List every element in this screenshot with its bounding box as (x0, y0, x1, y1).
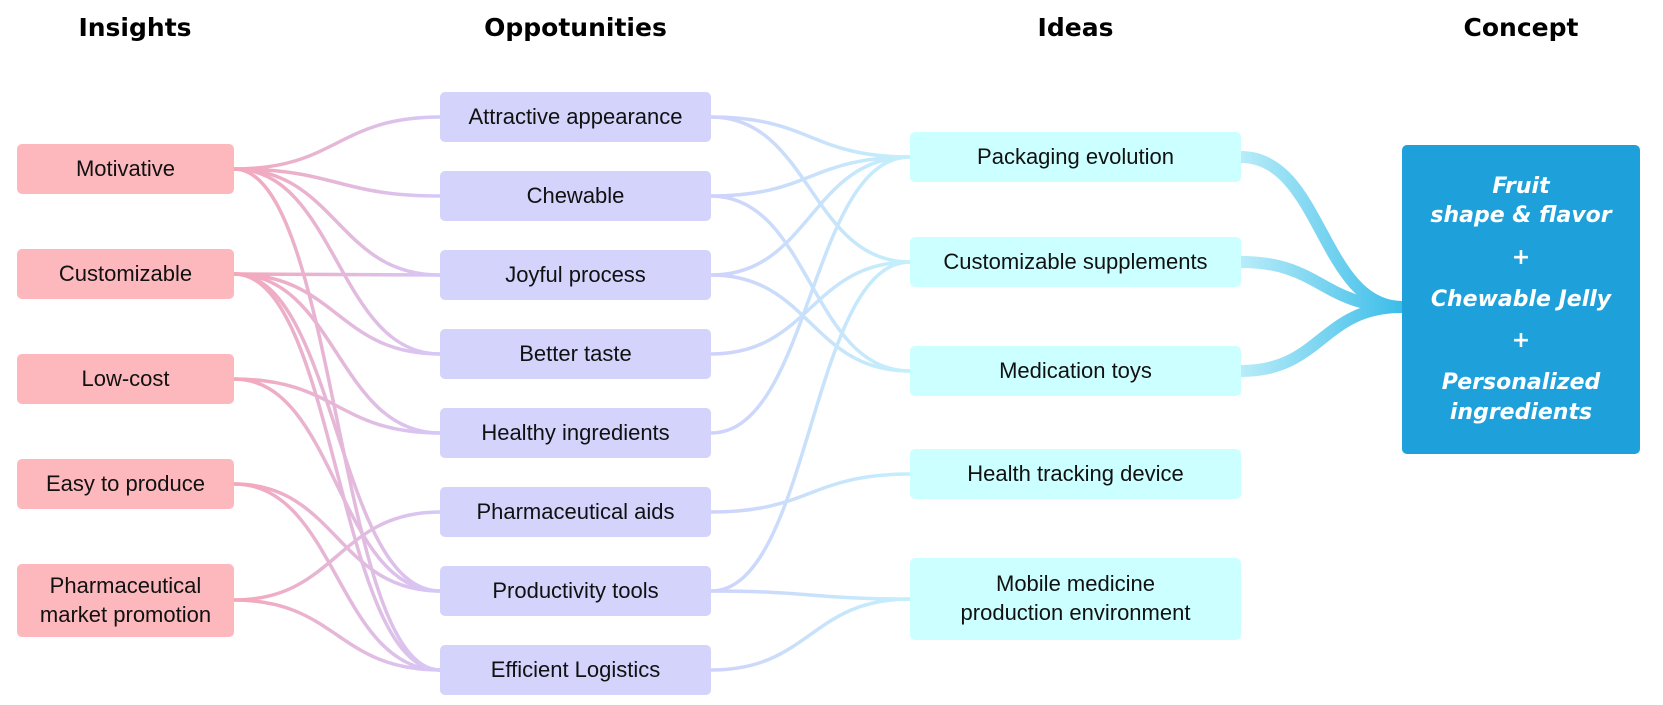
concept-plus-1: + (1511, 244, 1531, 270)
header-opportunities: Oppotunities (484, 13, 667, 42)
insight-node-customizable[interactable]: Customizable (17, 249, 234, 299)
link-insight-opportunity (232, 272, 442, 593)
link-opportunity-idea (709, 194, 912, 373)
opportunity-node-joyful-process[interactable]: Joyful process (440, 250, 711, 300)
link-insight-opportunity (232, 482, 442, 672)
link-insight-opportunity (232, 272, 442, 435)
opportunity-node-productivity-tools[interactable]: Productivity tools (440, 566, 711, 616)
opportunity-node-attractive-appearance[interactable]: Attractive appearance (440, 92, 711, 142)
link-opportunity-idea (709, 260, 912, 356)
concept-node[interactable]: Fruit shape & flavor + Chewable Jelly + … (1402, 145, 1640, 454)
link-insight-opportunity (232, 510, 442, 602)
link-insight-opportunity (232, 272, 442, 356)
link-opportunity-idea (709, 260, 912, 593)
opportunity-node-chewable[interactable]: Chewable (440, 171, 711, 221)
idea-node-health-tracking-device[interactable]: Health tracking device (910, 449, 1241, 499)
header-concept: Concept (1463, 13, 1579, 42)
concept-part-fruit: Fruit shape & flavor (1430, 173, 1612, 229)
link-insight-opportunity (232, 272, 442, 277)
insight-node-easy-to-produce[interactable]: Easy to produce (17, 459, 234, 509)
header-ideas: Ideas (1037, 13, 1114, 42)
link-opportunity-idea (709, 155, 912, 277)
idea-node-customizable-supplements[interactable]: Customizable supplements (910, 237, 1241, 287)
link-idea-concept (1235, 301, 1408, 377)
link-opportunity-idea (709, 115, 912, 264)
header-insights: Insights (78, 13, 192, 42)
concept-part-chewable-jelly: Chewable Jelly (1430, 286, 1612, 312)
insight-opportunity-links (232, 115, 442, 672)
link-insight-opportunity (232, 377, 442, 593)
opportunity-idea-links (709, 115, 912, 672)
link-opportunity-idea (709, 273, 912, 373)
link-insight-opportunity (232, 167, 442, 356)
idea-node-mobile-medicine-production[interactable]: Mobile medicine production environment (910, 558, 1241, 640)
link-opportunity-idea (709, 155, 912, 435)
link-insight-opportunity (232, 167, 442, 198)
idea-concept-links (1235, 151, 1408, 377)
idea-node-packaging-evolution[interactable]: Packaging evolution (910, 132, 1241, 182)
link-insight-opportunity (232, 598, 442, 672)
link-opportunity-idea (709, 472, 912, 514)
concept-plus-2: + (1511, 328, 1531, 354)
link-opportunity-idea (709, 115, 912, 159)
link-insight-opportunity (232, 377, 442, 435)
link-opportunity-idea (709, 597, 912, 672)
insight-node-market-promotion[interactable]: Pharmaceutical market promotion (17, 564, 234, 637)
opportunity-node-better-taste[interactable]: Better taste (440, 329, 711, 379)
idea-node-medication-toys[interactable]: Medication toys (910, 346, 1241, 396)
link-insight-opportunity (232, 167, 442, 277)
link-insight-opportunity (232, 115, 442, 171)
insight-node-motivative[interactable]: Motivative (17, 144, 234, 194)
insight-node-low-cost[interactable]: Low-cost (17, 354, 234, 404)
link-opportunity-idea (709, 589, 912, 601)
concept-part-personalized: Personalized ingredients (1441, 370, 1601, 425)
opportunity-node-efficient-logistics[interactable]: Efficient Logistics (440, 645, 711, 695)
link-insight-opportunity (232, 482, 442, 593)
opportunity-node-pharmaceutical-aids[interactable]: Pharmaceutical aids (440, 487, 711, 537)
opportunity-node-healthy-ingredients[interactable]: Healthy ingredients (440, 408, 711, 458)
link-insight-opportunity (232, 167, 442, 672)
link-insight-opportunity (232, 272, 442, 672)
link-opportunity-idea (709, 155, 912, 198)
link-idea-concept (1235, 256, 1408, 313)
